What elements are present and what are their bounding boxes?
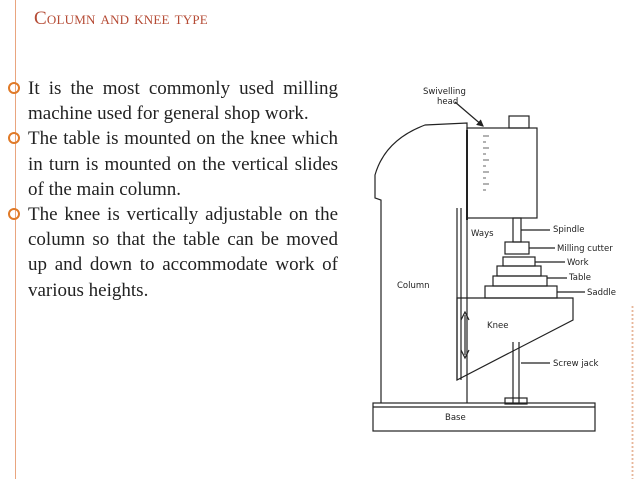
work-piece (496, 265, 542, 277)
label-screw-jack: Screw jack (553, 359, 599, 369)
label-head: head (437, 97, 458, 107)
bullet-item: The table is mounted on the knee which i… (8, 126, 338, 202)
bullet-item: The knee is vertically adjustable on the… (8, 202, 338, 303)
swivelling-head (466, 127, 538, 219)
slide-title: Column and knee type (34, 8, 208, 29)
bullet-text: The knee is vertically adjustable on the… (28, 204, 338, 301)
table-top (492, 275, 548, 287)
right-dotted-decoration (631, 305, 634, 479)
label-base: Base (445, 413, 466, 423)
bullet-text: It is the most commonly used milling mac… (28, 78, 338, 125)
bullet-circle-icon (8, 208, 20, 221)
label-knee: Knee (487, 321, 508, 331)
label-spindle: Spindle (553, 225, 585, 235)
label-swivelling: Swivelling (423, 87, 466, 97)
head-cap (508, 115, 530, 129)
label-saddle: Saddle (587, 288, 616, 298)
saddle (484, 285, 558, 299)
left-accent-rule (15, 0, 16, 479)
spindle (512, 217, 522, 243)
column-body (374, 122, 468, 403)
label-table: Table (568, 273, 591, 283)
label-column: Column (397, 281, 430, 291)
milling-cutter (504, 241, 530, 255)
bullet-list: It is the most commonly used milling mac… (8, 76, 338, 303)
bullet-item: It is the most commonly used milling mac… (8, 76, 338, 126)
bullet-circle-icon (8, 82, 20, 94)
bullet-text: The table is mounted on the knee which i… (28, 128, 338, 200)
milling-machine-diagram: Swivelling head Spindle Ways Milling cut… (372, 87, 616, 432)
label-work: Work (567, 258, 589, 268)
base-block (372, 402, 596, 432)
bullet-circle-icon (8, 132, 20, 145)
label-ways: Ways (471, 229, 494, 239)
label-milling-cutter: Milling cutter (557, 244, 613, 254)
